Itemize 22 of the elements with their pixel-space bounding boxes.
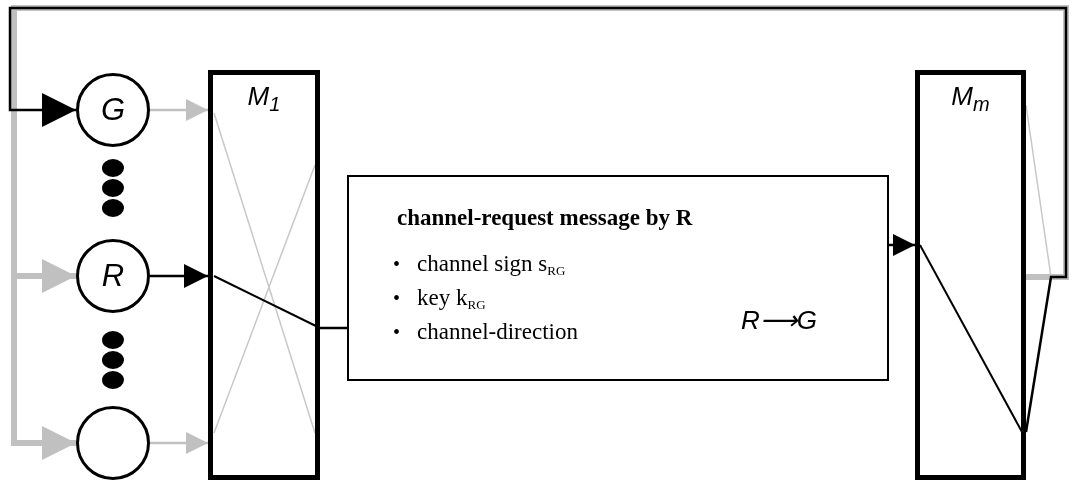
node-label: G: [100, 92, 126, 128]
bullet-item: key k$_{RG}$: [417, 284, 487, 314]
message-box: [347, 175, 889, 381]
connector-arrow: [889, 234, 915, 256]
node-circle: [76, 406, 150, 480]
module-label: M$_{1}$: [246, 81, 282, 116]
module-box: [915, 70, 1026, 480]
module-label: M$_{m}$: [950, 81, 991, 116]
node-circle: [76, 239, 150, 313]
bullet-mark: •: [393, 252, 400, 277]
bullet-mark: •: [393, 320, 400, 345]
connector-arrow: [150, 264, 208, 288]
bullet-item: channel sign s$_{RG}$: [417, 250, 567, 280]
connector-arrow: [150, 432, 208, 454]
bullet-item: channel-direction: [417, 318, 578, 346]
direction-label: R⟶G: [741, 305, 817, 336]
connector-arrow: [150, 99, 208, 121]
module-box: [208, 70, 320, 480]
message-heading: channel-request message by R: [397, 205, 693, 231]
node-circle: [76, 73, 150, 147]
node-label: R: [101, 258, 125, 294]
bullet-mark: •: [393, 286, 400, 311]
